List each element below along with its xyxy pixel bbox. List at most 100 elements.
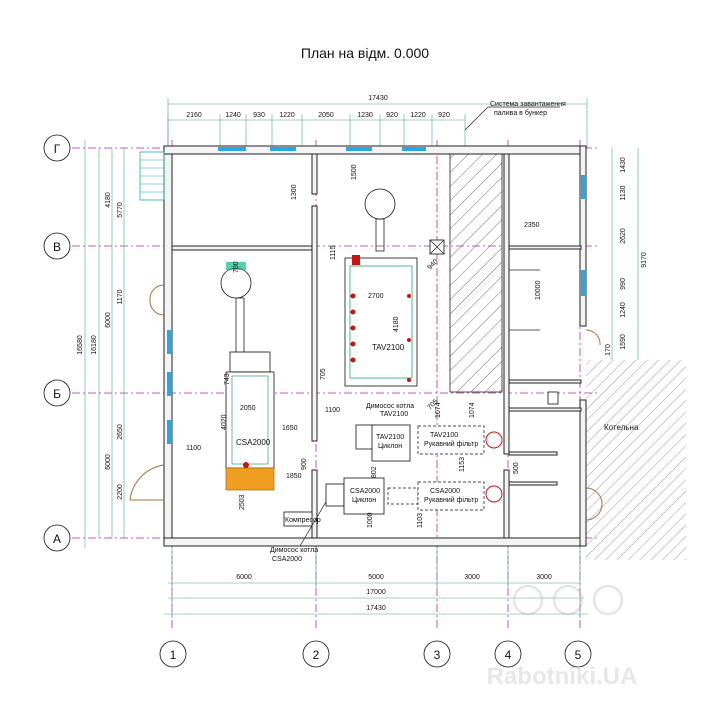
left-dim-1170: 1170 [117, 289, 124, 304]
dim-1650: 1650 [282, 425, 298, 432]
right-dim-990: 990 [620, 278, 627, 290]
tav-cyclone-label-2: Циклон [378, 443, 402, 450]
dim-700: 700 [233, 261, 240, 273]
csa-cyclone-label-1: CSA2000 [350, 488, 380, 495]
bottom-dim-17430: 17430 [366, 605, 386, 612]
dim-1850: 1850 [286, 473, 302, 480]
bunker-note-line2: палива в бункер [494, 109, 547, 117]
csa-cyclone-label-2: Циклон [352, 497, 376, 504]
left-dimensions: 16580 16180 4180 5770 1170 6000 2650 600… [77, 140, 125, 548]
tav2100-boiler-label: TAV2100 [372, 343, 405, 352]
tav-filter-label-1: TAV2100 [430, 432, 458, 439]
tav-cyclone-circle [364, 188, 396, 220]
plan-title: План на відм. 0.000 [301, 45, 429, 61]
left-dim-6000-upper: 6000 [105, 312, 112, 328]
windows [167, 147, 585, 444]
axis-bubbles-letters: Г В Б А [43, 134, 71, 552]
top-dim-9: 920 [438, 112, 450, 119]
dim-802: 802 [371, 466, 378, 478]
axis-label-A: А [53, 532, 61, 546]
left-dim-2200: 2200 [117, 484, 124, 500]
axis-label-B: Б [53, 387, 61, 401]
right-dim-total: 9170 [641, 252, 648, 268]
dim-1153: 1153 [459, 457, 466, 472]
left-dim-outer1: 16580 [77, 335, 84, 355]
csa2000-boiler-body [225, 371, 275, 469]
dim-1300: 1300 [291, 184, 298, 200]
top-dim-1: 2160 [186, 112, 202, 119]
bottom-dim-5000: 5000 [368, 574, 384, 581]
dim-1074-b: 1074 [469, 402, 476, 418]
bunker-note-line1: Система завантаження [490, 101, 566, 108]
dim-2700: 2700 [368, 293, 384, 300]
stairs [139, 151, 165, 201]
right-dim-2620: 2620 [620, 228, 627, 244]
dim-1100-mid: 1100 [325, 407, 340, 414]
left-dim-6000-lower: 6000 [105, 454, 112, 470]
dim-2350: 2350 [524, 222, 540, 229]
axis-label-4: 4 [505, 648, 512, 662]
fan-csa-label-1: Димосос котла [270, 547, 318, 554]
csa-filter-label-1: CSA2000 [430, 488, 460, 495]
top-dim-7: 920 [386, 112, 398, 119]
right-dim-1240: 1240 [620, 302, 627, 318]
left-dim-2650: 2650 [117, 424, 124, 440]
dim-705-left: 705 [320, 368, 327, 380]
axis-label-G: Г [54, 142, 61, 156]
axis-lines [72, 140, 600, 630]
top-dim-4: 1220 [279, 112, 295, 119]
left-dim-4180: 4180 [105, 192, 112, 208]
dim-500: 500 [513, 462, 520, 474]
dim-940: 940 [426, 258, 439, 271]
dim-4180-inner: 4180 [393, 316, 400, 332]
tav-cyclone-label-1: TAV2100 [376, 434, 404, 441]
axis-label-V: В [53, 240, 61, 254]
right-dimensions: 9170 1430 1130 2620 990 1240 1590 170 [605, 148, 648, 360]
adjacent-boiler-area-hatch [586, 360, 686, 560]
dim-2050: 2050 [240, 405, 256, 412]
fan-tav-label-1: Димосос котла [366, 403, 414, 410]
top-dimensions: 17430 2160 1240 930 1220 2050 1230 920 1… [167, 95, 588, 150]
left-dim-outer2: 16180 [91, 335, 98, 355]
axis-label-3: 3 [434, 648, 441, 662]
tav-filter-label-2: Рукавний фільтр [424, 440, 478, 448]
top-total-dim: 17430 [368, 95, 388, 102]
top-dim-2: 1240 [225, 112, 241, 119]
dim-900: 900 [301, 458, 308, 470]
top-dim-6: 1230 [357, 112, 373, 119]
tav-cyclone-box [371, 424, 411, 462]
bottom-dim-3000-b: 3000 [536, 574, 552, 581]
csa2000-burner [225, 467, 275, 491]
dim-743: 743 [224, 373, 231, 385]
right-rooms: 2350 10000 500 [509, 222, 559, 474]
right-dim-1430: 1430 [620, 157, 627, 173]
toilet [547, 391, 559, 405]
tav-baghouse-filter [417, 425, 485, 455]
dim-1115: 1115 [330, 245, 337, 260]
dim-1000: 1000 [367, 512, 374, 528]
axis-label-2: 2 [313, 648, 320, 662]
csa2000-boiler-label: CSA2000 [236, 438, 271, 447]
compressor-label: Компресор [285, 517, 321, 524]
dim-2503: 2503 [239, 494, 246, 510]
bottom-dimensions: 6000 5000 3000 3000 17000 17430 [164, 548, 588, 618]
dim-1103: 1103 [417, 513, 424, 528]
top-dim-3: 930 [253, 112, 265, 119]
dim-4020: 4020 [221, 414, 228, 430]
axis-bubbles-numbers: 1 2 3 4 5 [159, 640, 592, 668]
axis-label-1: 1 [170, 648, 177, 662]
tav-cyclone-filter-group: TAV2100 Циклон TAV2100 Рукавний фільтр 1… [355, 402, 503, 478]
bottom-dim-17000: 17000 [366, 589, 386, 596]
top-dim-5: 2050 [318, 112, 334, 119]
fan-tav-label-2: TAV2100 [380, 411, 408, 418]
right-dim-170: 170 [605, 344, 612, 356]
csa2000-boiler-group: CSA2000 700 743 2050 4020 1650 1100 1850… [186, 261, 331, 563]
compressor-box [283, 511, 313, 527]
axis-label-5: 5 [575, 648, 582, 662]
fan-csa-label-2: CSA2000 [272, 556, 302, 563]
dim-1100-left: 1100 [186, 445, 201, 452]
tav2100-boiler-group: 1500 1115 2700 4180 TAV2100 940 705 705 … [320, 164, 445, 414]
dim-1074-a: 1074 [435, 402, 442, 418]
csa-filter-label-2: Рукавний фільтр [424, 496, 478, 504]
